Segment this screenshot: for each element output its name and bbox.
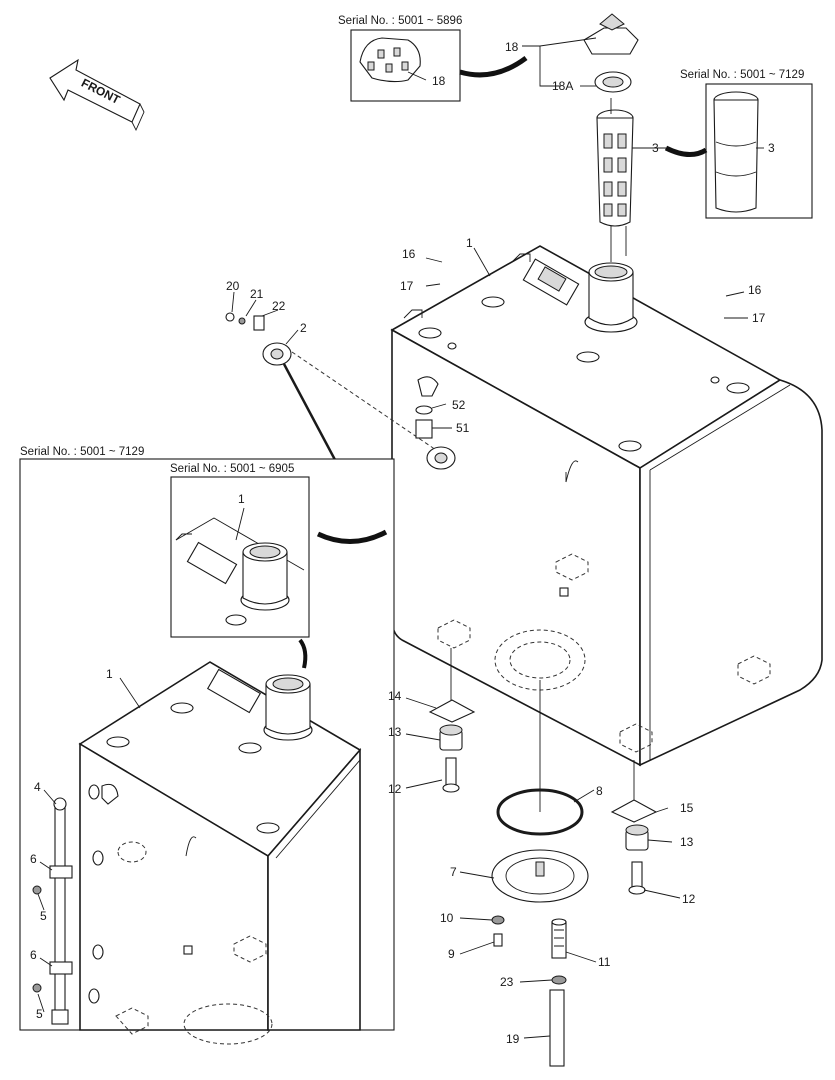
front-direction-arrow: FRONT xyxy=(49,58,145,132)
callout-51: 51 xyxy=(456,421,470,435)
callout-4: 4 xyxy=(34,780,41,794)
strainer-variant-inset: Serial No. : 5001 ~ 7129 xyxy=(664,69,813,219)
callout-16-right: 16 xyxy=(748,283,762,297)
callout-21: 21 xyxy=(250,287,264,301)
callout-18-inset: 18 xyxy=(432,74,446,88)
callout-12-right: 12 xyxy=(682,892,696,906)
callout-2: 2 xyxy=(300,321,307,335)
callout-23: 23 xyxy=(500,975,514,989)
callout-20: 20 xyxy=(226,279,240,293)
callout-12-left: 12 xyxy=(388,782,402,796)
callout-1-main: 1 xyxy=(466,236,473,250)
callout-10: 10 xyxy=(440,911,454,925)
fuel-cap-assembly xyxy=(583,13,639,262)
callout-11: 11 xyxy=(598,955,611,969)
callout-3: 3 xyxy=(652,141,659,155)
callout-14: 14 xyxy=(388,689,402,703)
callout-7: 7 xyxy=(450,865,457,879)
callout-9: 9 xyxy=(448,947,455,961)
strainer-variant-serial: Serial No. : 5001 ~ 7129 xyxy=(680,69,804,81)
callout-17-left: 17 xyxy=(400,279,414,293)
callout-3-inset: 3 xyxy=(768,141,775,155)
callout-52: 52 xyxy=(452,398,466,412)
callout-19: 19 xyxy=(506,1032,520,1046)
callout-18-top: 18 xyxy=(505,40,519,54)
cap-variant-serial: Serial No. : 5001 ~ 5896 xyxy=(338,15,462,27)
left-tank-variant-inset: Serial No. : 5001 ~ 7129 xyxy=(19,446,395,1045)
callout-5-upper: 5 xyxy=(40,909,47,923)
callout-18a: 18A xyxy=(552,79,573,93)
main-fuel-tank xyxy=(390,245,823,767)
callout-1-neck-inset: 1 xyxy=(238,492,245,506)
callout-13-left: 13 xyxy=(388,725,402,739)
callout-13-right: 13 xyxy=(680,835,694,849)
left-tank-variant-serial: Serial No. : 5001 ~ 7129 xyxy=(20,446,144,458)
callout-5-lower: 5 xyxy=(36,1007,43,1021)
filler-neck-variant-inset: Serial No. : 5001 ~ 6905 xyxy=(170,463,388,669)
filler-neck-variant-serial: Serial No. : 5001 ~ 6905 xyxy=(170,463,294,475)
callout-6-lower: 6 xyxy=(30,948,37,962)
callout-15: 15 xyxy=(680,801,694,815)
callout-17-right: 17 xyxy=(752,311,766,325)
callout-22: 22 xyxy=(272,299,286,313)
cap-variant-inset: Serial No. : 5001 ~ 5896 xyxy=(338,15,528,102)
callout-1-left-inset: 1 xyxy=(106,667,113,681)
callout-16-left: 16 xyxy=(402,247,416,261)
callout-6-upper: 6 xyxy=(30,852,37,866)
callout-numbers: 18 18 18A 3 3 1 16 17 16 17 20 21 22 2 5… xyxy=(30,40,775,1046)
callout-8: 8 xyxy=(596,784,603,798)
callout-leaders xyxy=(37,37,764,1039)
